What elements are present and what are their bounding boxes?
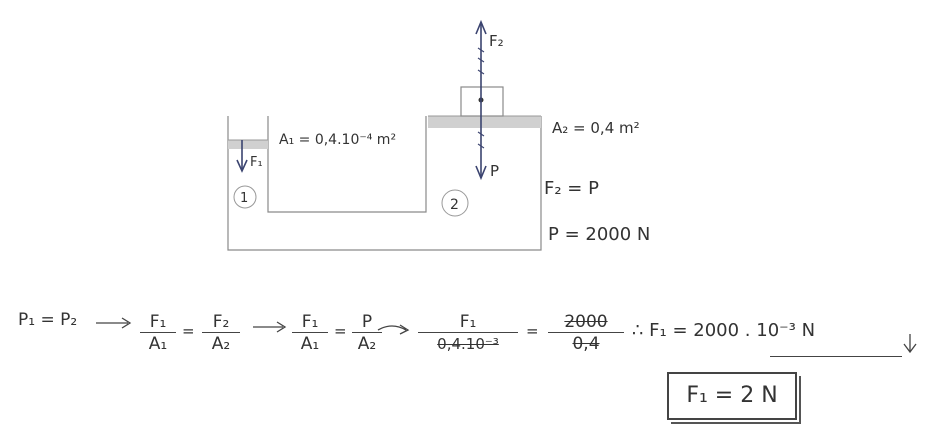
vessel-outline: [227, 116, 542, 251]
fraction-denominator: A₂: [211, 334, 231, 354]
end-mark: [903, 334, 917, 354]
fraction-f1-a1: F₁ A₁: [140, 312, 176, 355]
arrow-step-2: [253, 321, 287, 333]
fraction-p-a2: P A₂: [352, 312, 382, 355]
vessel-outer: [227, 116, 542, 251]
fraction-numerator: 2000: [548, 312, 624, 333]
fraction-numerator: F₁: [418, 312, 518, 333]
label-piston-1: 1: [240, 191, 248, 206]
fraction-numerator: F₂: [202, 312, 240, 333]
force-axis: [475, 19, 487, 181]
piston-left: [228, 140, 268, 149]
piston-1-circle: [233, 185, 257, 209]
fraction-f2-a2: F₂ A₂: [202, 312, 240, 355]
fraction-numerator: P: [352, 312, 382, 333]
vessel-inner: [267, 116, 427, 213]
arrow-up-head: [475, 19, 487, 35]
arrow-f1: [236, 140, 248, 173]
arrow-step-1: [96, 317, 132, 329]
solution-arrows: [96, 317, 410, 335]
label-f2: F₂: [489, 32, 504, 50]
fraction-denominator: A₁: [148, 334, 168, 354]
fraction-denominator: 0,4: [572, 334, 600, 354]
label-area-left: A₁ = 0,4.10⁻⁴ m²: [279, 132, 396, 148]
given-p-value: P = 2000 N: [548, 224, 650, 245]
equals-sign: =: [526, 322, 539, 340]
fraction-denominator: A₁: [300, 334, 320, 354]
fraction-numerator: F₁: [292, 312, 328, 333]
final-result-box: F₁ = 2 N: [667, 372, 797, 420]
fraction-numerator: F₁: [140, 312, 176, 333]
label-area-right: A₂ = 0,4 m²: [552, 119, 640, 137]
fraction-f1-a1-second: F₁ A₁: [292, 312, 328, 355]
piston-2-circle: [441, 189, 469, 217]
fraction-denominator: A₂: [357, 334, 377, 354]
equals-sign: =: [334, 322, 347, 340]
step-pressure-equality: P₁ = P₂: [18, 310, 78, 330]
equals-sign: =: [182, 322, 195, 340]
conclusion-underline: [770, 356, 902, 357]
label-p: P: [490, 162, 499, 180]
given-f2-equals-p: F₂ = P: [544, 178, 599, 199]
conclusion-expression: ∴ F₁ = 2000 . 10⁻³ N: [632, 320, 816, 341]
fraction-denominator: 0,4.10⁻³: [437, 335, 499, 353]
fraction-f1-over-area: F₁ 0,4.10⁻³: [418, 312, 518, 355]
label-piston-2: 2: [450, 197, 459, 213]
arrow-step-3: [377, 324, 410, 335]
label-f1: F₁: [250, 155, 263, 170]
fraction-2000-over-area: 2000 0,4: [548, 312, 624, 355]
arrow-down-head: [475, 165, 487, 181]
piston-right: [428, 116, 541, 128]
